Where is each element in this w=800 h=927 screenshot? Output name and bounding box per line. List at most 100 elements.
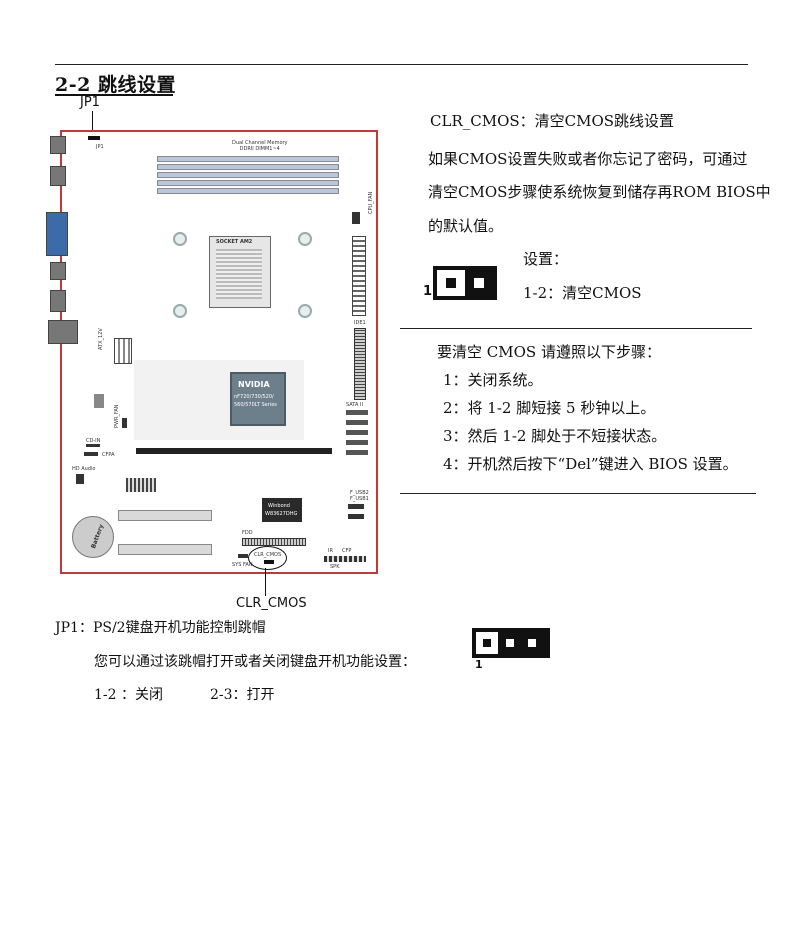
jp1-option-2: 2-3：打开: [210, 687, 275, 703]
top-rule: [55, 64, 748, 65]
ir-label: IR: [328, 548, 333, 554]
usb-port-icon: [50, 262, 66, 280]
small-chip: [126, 478, 156, 492]
fusb2-label: F_USB2: [350, 490, 369, 496]
pci-slot: [118, 544, 212, 555]
clr-cmos-desc-2: 清空CMOS步骤使系统恢复到储存再ROM BIOS中: [428, 183, 771, 201]
jp1-callout-label: JP1: [80, 95, 100, 110]
audio-port-icon: [48, 320, 78, 344]
chip-brand: NVIDIA: [238, 380, 270, 389]
clr-jumper-diagram: [433, 266, 497, 300]
clr-cmos-heading: CLR_CMOS：清空CMOS跳线设置: [430, 112, 675, 130]
winbond-2: W83627DHG: [265, 511, 298, 517]
jumper-cap-icon: [437, 270, 465, 296]
jp1-heading: JP1：PS/2键盘开机功能控制跳帽: [55, 620, 266, 636]
section-title: 2-2 跳线设置: [55, 74, 176, 96]
ide-label: IDE1: [354, 320, 366, 326]
setting-label: 设置：: [523, 250, 569, 268]
clr-jumper-pin-one: 1: [423, 284, 433, 299]
clr-cmos-callout-line: [265, 568, 266, 596]
mount-hole: [173, 232, 187, 246]
jumper-pin-icon: [506, 639, 514, 647]
cpu-fan-label: CPU_FAN: [368, 191, 374, 214]
clr-cmos-callout-label: CLR_CMOS: [236, 596, 307, 611]
vga-port-icon: [46, 212, 68, 256]
front-panel-header: [324, 556, 366, 562]
fdd-connector: [242, 538, 306, 546]
jumper-cap-icon: [476, 632, 498, 654]
board-jp1-jumper: [88, 136, 100, 140]
sys-fan-header: [238, 554, 248, 558]
step-item: 3：然后 1-2 脚处于不短接状态。: [443, 427, 667, 445]
cfpa-label: CFPA: [102, 452, 115, 458]
setting-value: 1-2：清空CMOS: [523, 284, 642, 302]
socket-label: SOCKET AM2: [216, 239, 253, 245]
pcie-x16-slot: [136, 448, 332, 454]
title-underline: [55, 94, 173, 96]
dimm-label: Dual Channel Memory DDRII DIMM1~4: [232, 140, 288, 152]
dimm-slot: [157, 188, 339, 194]
clr-cmos-desc-3: 的默认值。: [428, 217, 504, 235]
usb-port-icon: [50, 166, 66, 186]
sata-port: [346, 440, 368, 445]
winbond-chip: Winbond W83627DHG: [262, 498, 302, 522]
mount-hole: [298, 304, 312, 318]
pwr-fan-label: PWR_FAN: [114, 404, 120, 428]
ps2-port-icon: [50, 136, 66, 154]
sata-label: SATA II: [346, 402, 363, 408]
dimm-slot: [157, 180, 339, 186]
cd-in-label: CD-IN: [86, 438, 101, 444]
spk-label: SPK: [330, 564, 340, 570]
cmos-battery: Battery: [72, 516, 114, 558]
fusb-header: [348, 504, 364, 509]
sata-port: [346, 420, 368, 425]
steps-intro: 要清空 CMOS 请遵照以下步骤：: [437, 343, 661, 361]
sys-fan-label: SYS FAN: [232, 562, 253, 568]
cpu-fan-header: [352, 212, 360, 224]
step-item: 1：关闭系统。: [443, 371, 543, 389]
steps-bottom-rule: [400, 493, 756, 494]
jumper-pin-icon: [474, 278, 484, 288]
socket-grid: [216, 249, 262, 299]
hd-audio-label: HD Audio: [72, 466, 96, 472]
hd-audio-header: [76, 474, 84, 484]
lan-port-icon: [50, 290, 66, 312]
mount-hole: [298, 232, 312, 246]
board-jp1-label: JP1: [96, 144, 104, 150]
fusb1-label: F_USB1: [350, 496, 369, 502]
jp1-jumper-diagram: [472, 628, 550, 658]
pwr-fan-header: [122, 418, 127, 428]
fusb-header: [348, 514, 364, 519]
jp1-jumper-pin-one: 1: [475, 658, 483, 671]
cd-in-header: [86, 444, 100, 447]
clr-cmos-desc-1: 如果CMOS设置失败或者你忘记了密码，可通过: [428, 150, 748, 168]
battery-label: Battery: [90, 523, 106, 550]
cfp-label: CFP: [342, 548, 352, 554]
steps-top-rule: [400, 328, 752, 329]
winbond-1: Winbond: [268, 503, 290, 509]
cpu-socket: SOCKET AM2: [209, 236, 271, 308]
dimm-slot: [157, 172, 339, 178]
atx-power-connector: [352, 236, 366, 316]
clr-cmos-callout-ellipse: [248, 546, 287, 570]
atx12v-label: ATX_12V: [98, 328, 104, 350]
nvidia-chipset: NVIDIA nF720/730/520/ 560/570LT Series: [230, 372, 286, 426]
jp1-desc: 您可以通过该跳帽打开或者关闭键盘开机功能设置：: [94, 654, 416, 670]
jp1-callout-line: [92, 111, 93, 133]
ide-connector: [354, 328, 366, 400]
jumper-pin-icon: [528, 639, 536, 647]
capacitor: [94, 394, 104, 408]
dimm-slot: [157, 164, 339, 170]
fdd-label: FDD: [242, 530, 253, 536]
chip-model-2: 560/570LT Series: [234, 402, 277, 408]
jp1-option-1: 1-2 ：关闭: [94, 687, 163, 703]
pci-slot: [118, 510, 212, 521]
dimm-slot: [157, 156, 339, 162]
mount-hole: [173, 304, 187, 318]
motherboard-diagram: JP1 Dual Channel Memory DDRII DIMM1~4 SO…: [46, 130, 378, 574]
atx12v-connector: [114, 338, 132, 364]
sata-port: [346, 450, 368, 455]
chip-model-1: nF720/730/520/: [234, 394, 274, 400]
sata-port: [346, 410, 368, 415]
step-item: 4：开机然后按下“Del”键进入 BIOS 设置。: [443, 455, 738, 473]
